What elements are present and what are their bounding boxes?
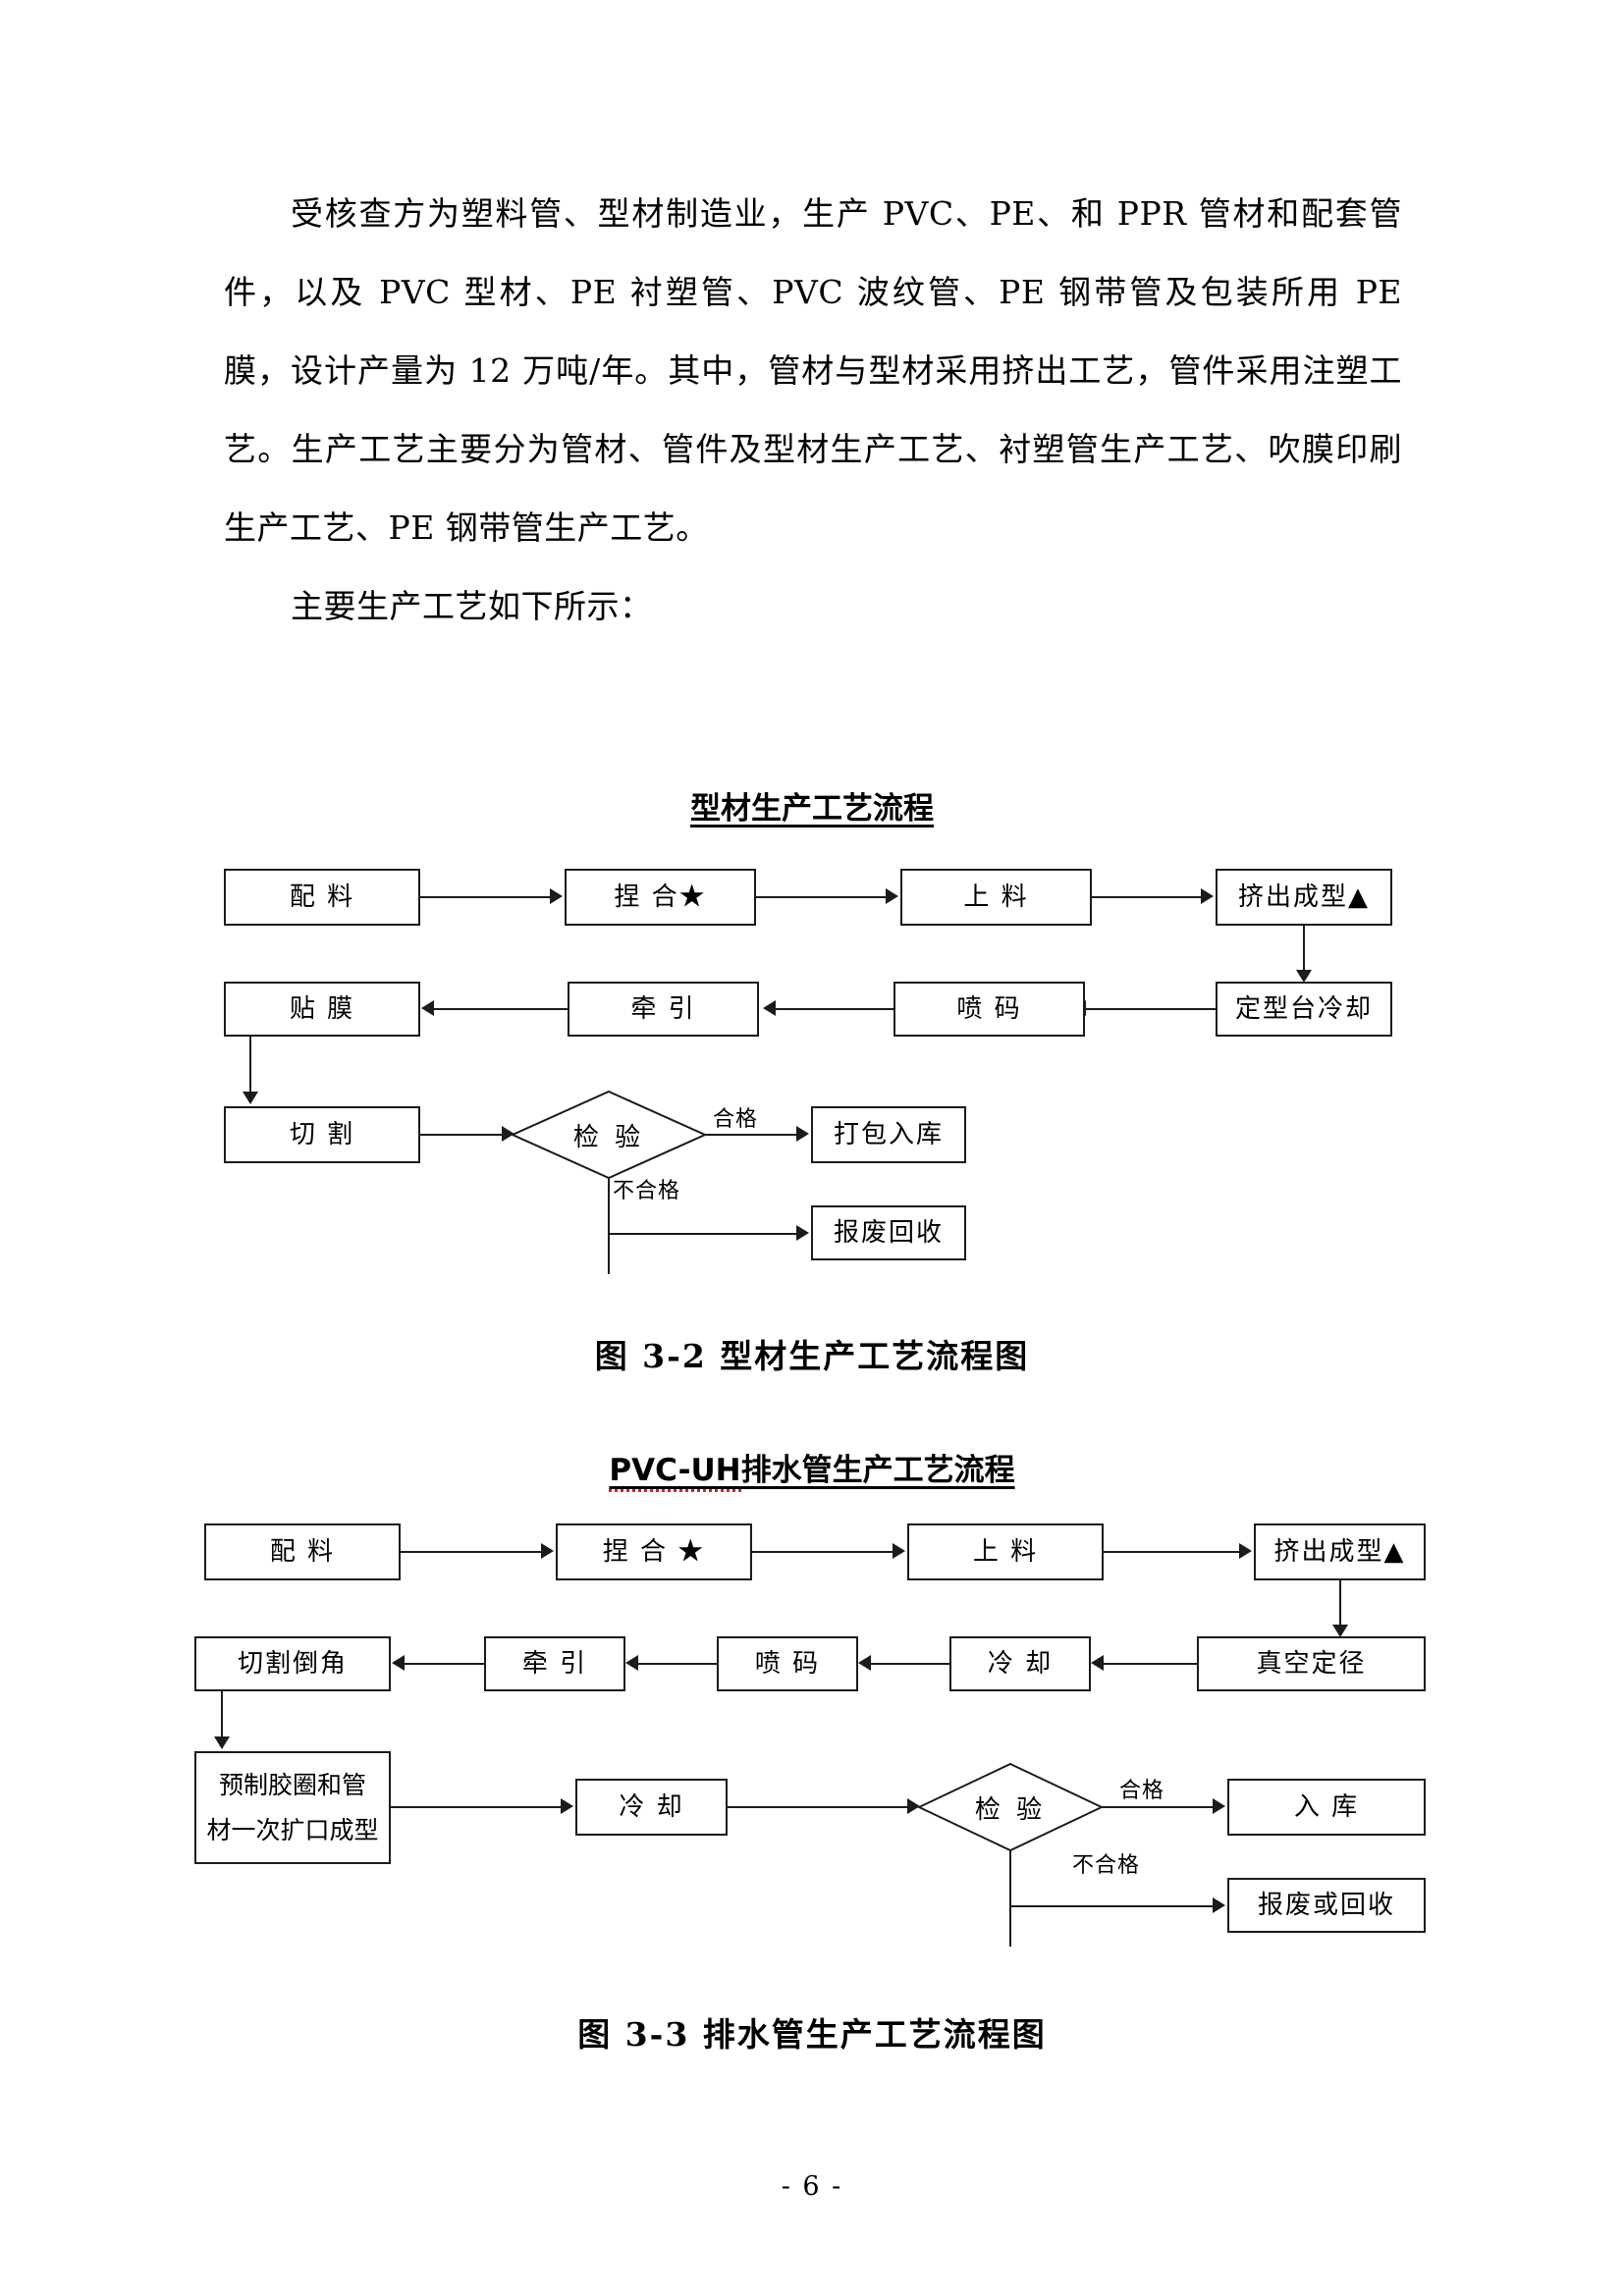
figure-1-edge-7 [434, 1008, 568, 1010]
figure-1-edge-11 [608, 1178, 610, 1274]
figure-1-node-shangliao: 上 料 [900, 869, 1092, 926]
figure-1-edge-6 [776, 1008, 893, 1010]
body-text-block: 受核查方为塑料管、型材制造业，生产 PVC、PE、和 PPR 管材和配套管件，以… [224, 175, 1402, 646]
figure-2-node-baofei: 报废或回收 [1227, 1878, 1426, 1933]
figure-2-arrowhead-1 [541, 1543, 554, 1559]
figure-2-node-niehe: 捏 合 ★ [556, 1523, 752, 1580]
figure-2-arrowhead-2 [893, 1543, 905, 1559]
figure-1-arrowhead-1 [550, 888, 563, 904]
figure-1-node-jichu: 挤出成型▲ [1216, 869, 1392, 926]
figure-2-arrowhead-4 [1332, 1625, 1348, 1637]
figure-2-node-yuzhijiaoquan-line2: 材一次扩口成型 [206, 1815, 379, 1844]
figure-1-decision-label: 检 验 [572, 1122, 645, 1152]
figure-2-arrowhead-9 [214, 1736, 230, 1749]
figure-1-edge-12 [608, 1233, 799, 1235]
figure-2-node-jichu: 挤出成型▲ [1254, 1523, 1426, 1580]
figure-2-edge-7 [638, 1663, 717, 1665]
figure-2-title-main: 排水管生产工艺流程 [740, 1453, 1015, 1488]
figure-2-arrowhead-5 [1091, 1655, 1104, 1671]
figure-2-arrowhead-11 [907, 1798, 920, 1814]
figure-2-decision-label: 检 验 [974, 1794, 1047, 1825]
figure-1-edge-9 [420, 1134, 504, 1136]
figure-1-edge-3 [1092, 896, 1203, 898]
figure-2-node-zhenkongdingjing: 真空定径 [1197, 1636, 1426, 1691]
figure-1-node-peiliao: 配 料 [224, 869, 420, 926]
figure-2-arrowhead-3 [1239, 1543, 1252, 1559]
figure-1-arrowhead-2 [886, 888, 898, 904]
paragraph-2: 主要生产工艺如下所示： [291, 587, 653, 625]
figure-1-edge-10 [705, 1134, 798, 1136]
figure-1-arrowhead-7 [421, 1000, 434, 1016]
figure-1-node-dingxingtai: 定型台冷却 [1216, 982, 1392, 1037]
figure-2-edge-3 [1104, 1551, 1241, 1553]
figure-2-node-qiegedaojiao: 切割倒角 [194, 1636, 391, 1691]
figure-1-node-baofeihuishou: 报废回收 [811, 1205, 966, 1260]
figure-1-edge-5 [1086, 1008, 1216, 1010]
figure-2-edge-4 [1339, 1580, 1341, 1629]
figure-1-edge-2 [756, 896, 888, 898]
figure-1-arrowhead-8 [243, 1092, 258, 1104]
figure-2-edge-10 [391, 1806, 563, 1808]
figure-2-arrowhead-8 [392, 1655, 405, 1671]
figure-2-arrowhead-13 [1213, 1897, 1225, 1913]
figure-1-node-qiege: 切 割 [224, 1106, 420, 1163]
figure-2-node-lengque-2: 冷 却 [575, 1779, 728, 1836]
figure-2-edge-12 [1102, 1806, 1215, 1808]
figure-1-arrowhead-11 [796, 1225, 809, 1241]
figure-2-decision-jianyan: 检 验 [917, 1762, 1104, 1852]
figure-1-arrowhead-10 [796, 1126, 809, 1142]
figure-2-node-yuzhijiaoquan-line1: 预制胶圈和管 [218, 1770, 366, 1799]
figure-2-arrowhead-6 [858, 1655, 871, 1671]
figure-2-edge-13 [1009, 1850, 1011, 1947]
figure-1-node-tiemo: 贴 膜 [224, 982, 420, 1037]
figure-2-node-yuzhijiaoquan: 预制胶圈和管 材一次扩口成型 [194, 1751, 391, 1864]
paragraph-1: 受核查方为塑料管、型材制造业，生产 PVC、PE、和 PPR 管材和配套管件，以… [224, 194, 1402, 547]
figure-2-node-qianyin: 牵 引 [484, 1636, 625, 1691]
figure-1-edge-4 [1303, 926, 1305, 974]
figure-1-arrowhead-9 [502, 1126, 514, 1142]
figure-2-title: PVC-UH排水管生产工艺流程 [0, 1445, 1624, 1492]
figure-1-arrowhead-3 [1201, 888, 1214, 904]
figure-2-edge-11 [728, 1806, 909, 1808]
figure-1-edge-label-pass: 合格 [713, 1107, 759, 1132]
figure-1-arrowhead-6 [763, 1000, 776, 1016]
figure-1-decision-jianyan: 检 验 [511, 1090, 707, 1180]
figure-2-edge-9 [221, 1691, 223, 1742]
figure-2-node-lengque-1: 冷 却 [949, 1636, 1091, 1691]
figure-2-caption: 图 3-3 排水管生产工艺流程图 [577, 2015, 1047, 2054]
figure-2-node-penma: 喷 码 [717, 1636, 858, 1691]
figure-1-arrowhead-4 [1296, 970, 1312, 983]
figure-2-title-prefix: PVC-UH [609, 1453, 741, 1492]
figure-2-arrowhead-7 [625, 1655, 638, 1671]
figure-2-edge-2 [752, 1551, 894, 1553]
figure-1-edge-1 [420, 896, 552, 898]
figure-2-arrowhead-10 [561, 1798, 573, 1814]
figure-1-caption: 图 3-2 型材生产工艺流程图 [594, 1337, 1030, 1375]
figure-2-node-peiliao: 配 料 [204, 1523, 401, 1580]
figure-2-edge-5 [1104, 1663, 1197, 1665]
figure-2-edge-8 [405, 1663, 484, 1665]
figure-1-node-penma: 喷 码 [893, 982, 1085, 1037]
figure-1-node-niehe: 捏 合★ [565, 869, 756, 926]
figure-1-edge-8 [249, 1037, 251, 1097]
figure-2-edge-14 [1009, 1905, 1216, 1907]
figure-2-node-ruku: 入 库 [1227, 1779, 1426, 1836]
figure-1-title: 型材生产工艺流程 [690, 791, 934, 827]
figure-2-edge-label-pass: 合格 [1119, 1779, 1165, 1803]
figure-1-edge-label-fail: 不合格 [613, 1179, 681, 1203]
page-number: - 6 - [781, 2171, 843, 2202]
figure-2-arrowhead-12 [1213, 1798, 1225, 1814]
figure-1-node-dabaoruku: 打包入库 [811, 1106, 966, 1163]
figure-2-node-shangliao: 上 料 [907, 1523, 1104, 1580]
figure-2-edge-label-fail: 不合格 [1072, 1853, 1141, 1878]
figure-1-node-qianyin: 牵 引 [568, 982, 759, 1037]
figure-2-edge-1 [401, 1551, 543, 1553]
figure-2-edge-6 [871, 1663, 949, 1665]
